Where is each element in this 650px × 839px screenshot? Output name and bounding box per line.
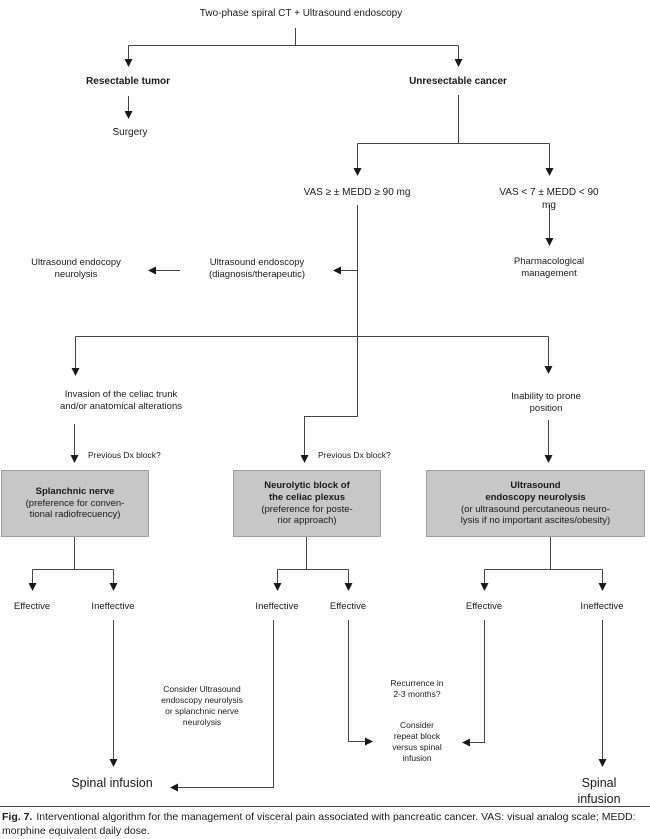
label-previous-dx-block-mid: Previous Dx block?: [318, 450, 391, 460]
node-inability-prone: Inability to prone position: [511, 391, 581, 414]
node-pharmacological-management: Pharmacological management: [513, 256, 585, 279]
box-splanchnic-subtitle: (preference for conven- tional radiofrec…: [25, 497, 125, 521]
outcome-effective-left: Effective: [13, 601, 51, 612]
label-consider-ultrasound: Consider Ultrasound endoscopy neurolysis…: [161, 684, 243, 728]
outcome-ineffective-left: Ineffective: [91, 601, 135, 612]
node-vas-high: VAS ≥ ± MEDD ≥ 90 mg: [303, 187, 411, 198]
node-vas-low: VAS < 7 ± MEDD < 90 mg: [499, 187, 599, 211]
outcome-ineffective-mid: Ineffective: [255, 601, 299, 612]
node-ultrasound-endoscopy-diagnostic: Ultrasound endoscopy (diagnosis/therapeu…: [208, 257, 306, 280]
node-root: Two-phase spiral CT + Ultrasound endosco…: [199, 8, 403, 19]
box-ultrasound-title: Ultrasound endoscopy neurolysis: [485, 479, 586, 503]
label-consider-repeat-block: Consider repeat block versus spinal infu…: [392, 720, 442, 764]
caption-text: Interventional algorithm for the managem…: [2, 811, 636, 837]
box-neurolytic-block: Neurolytic block of the celiac plexus (p…: [233, 470, 381, 537]
box-neurolytic-subtitle: (preference for poste- rior approach): [261, 503, 353, 527]
box-ultrasound-subtitle: (or ultrasound percutaneous neuro- lysis…: [460, 503, 611, 527]
outcome-ineffective-right: Ineffective: [580, 601, 624, 612]
outcome-effective-right: Effective: [465, 601, 503, 612]
node-surgery: Surgery: [112, 127, 148, 138]
box-ultrasound-neurolysis: Ultrasound endoscopy neurolysis (or ultr…: [426, 470, 645, 537]
label-recurrence: Recurrence in 2-3 months?: [390, 678, 444, 700]
node-celiac-invasion: Invasion of the celiac trunk and/or anat…: [60, 389, 182, 412]
box-neurolytic-title: Neurolytic block of the celiac plexus: [264, 479, 350, 503]
node-spinal-infusion-left: Spinal infusion: [71, 776, 153, 790]
node-unresectable-cancer: Unresectable cancer: [409, 76, 507, 87]
node-spinal-infusion-right: Spinal infusion: [577, 776, 621, 806]
figure-caption: Fig. 7.Interventional algorithm for the …: [0, 806, 650, 839]
box-splanchnic-nerve: Splanchnic nerve (preference for conven-…: [1, 470, 149, 537]
box-splanchnic-title: Splanchnic nerve: [35, 485, 115, 497]
label-previous-dx-block-left: Previous Dx block?: [88, 450, 161, 460]
outcome-effective-mid: Effective: [329, 601, 367, 612]
node-resectable-tumor: Resectable tumor: [86, 76, 170, 87]
caption-label: Fig. 7.: [2, 811, 33, 823]
node-ultrasound-endoscopy-neurolysis: Ultrasound endocopy neurolysis: [31, 257, 121, 280]
